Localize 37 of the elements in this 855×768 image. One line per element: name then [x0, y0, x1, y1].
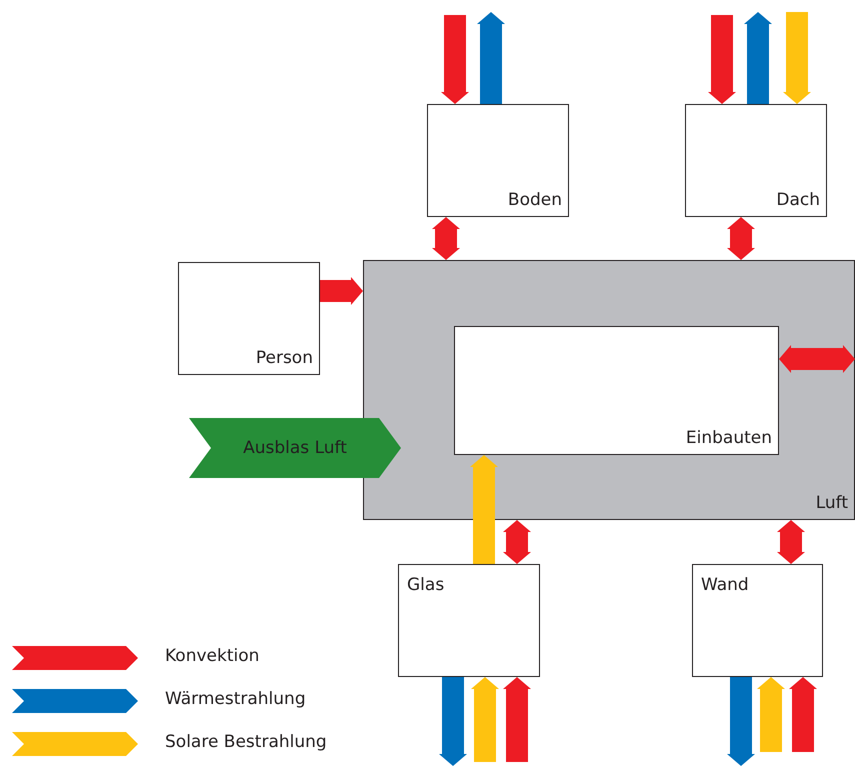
arrow — [727, 217, 755, 260]
component-box — [692, 564, 823, 677]
box-label: Person — [256, 348, 313, 368]
arrow — [708, 15, 736, 104]
arrow — [503, 677, 531, 762]
air-zone-box — [363, 260, 855, 520]
arrow — [789, 677, 817, 752]
arrow — [779, 345, 855, 373]
arrow — [757, 677, 785, 752]
arrow — [471, 677, 499, 762]
box-label: Wand — [701, 575, 749, 595]
component-box — [427, 104, 569, 217]
legend-label: Konvektion — [165, 646, 260, 666]
arrow — [503, 520, 531, 564]
arrow — [441, 15, 469, 104]
box-label: Einbauten — [686, 428, 772, 448]
arrow — [439, 677, 467, 766]
legend-label: Solare Bestrahlung — [165, 732, 327, 752]
component-box — [398, 564, 540, 677]
arrow — [470, 455, 498, 564]
box-label: Luft — [816, 493, 848, 513]
component-box — [454, 326, 779, 455]
component-box — [178, 262, 320, 375]
box-label: Boden — [508, 190, 562, 210]
arrow — [744, 12, 772, 104]
arrow — [783, 12, 811, 104]
airflow-chevron — [189, 418, 401, 478]
arrow — [477, 12, 505, 104]
legend-label: Wärmestrahlung — [165, 689, 306, 709]
arrow — [320, 277, 363, 305]
box-label: Glas — [407, 575, 444, 595]
arrow — [727, 677, 755, 766]
arrow — [432, 217, 460, 260]
box-label: Ausblas Luft — [242, 438, 348, 458]
arrow — [777, 520, 805, 564]
box-label: Dach — [776, 190, 820, 210]
component-box — [685, 104, 827, 217]
